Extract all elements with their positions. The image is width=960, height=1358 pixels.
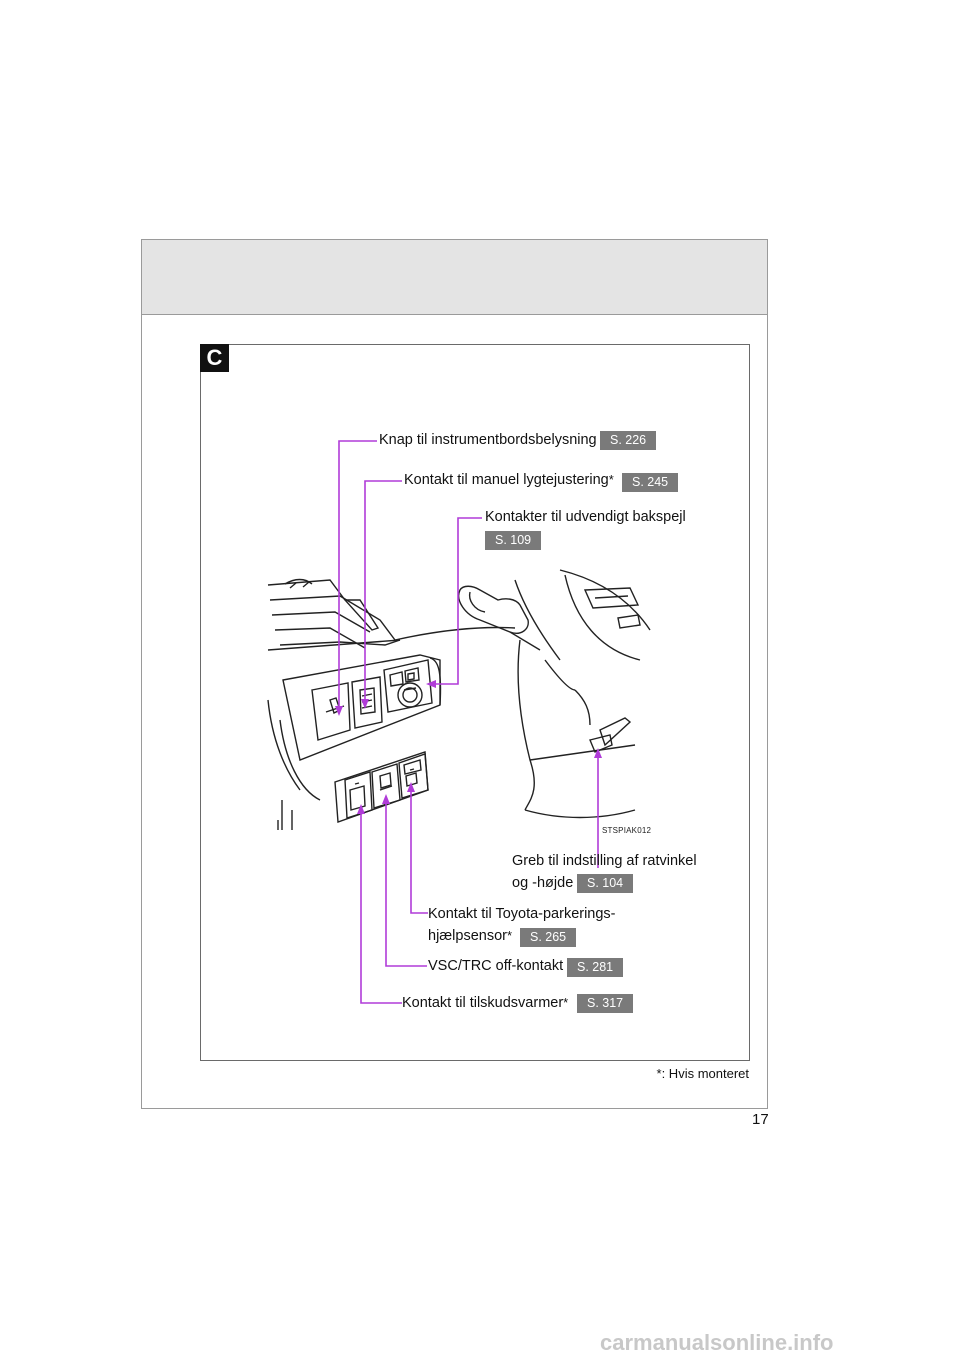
section-box	[200, 344, 750, 1061]
label-vsc-text: VSC/TRC off-kontakt	[428, 958, 564, 974]
page-ref-mirror[interactable]: S. 109	[485, 531, 542, 550]
optional-star-icon: *	[563, 995, 569, 1010]
page-ref-parking[interactable]: S. 265	[520, 928, 577, 947]
leader-headlight	[364, 480, 402, 705]
tilt-lever	[599, 717, 632, 747]
page-ref-seat-heater[interactable]: S. 317	[577, 994, 634, 1013]
label-dash-light-text: Knap til instrumentbordsbelysning	[379, 432, 597, 448]
dash-light-switch	[311, 682, 351, 741]
page-ref-steering[interactable]: S. 104	[577, 874, 634, 893]
leader-vsc	[385, 798, 427, 967]
label-steering-line1: Greb til indstilling af ratvinkel	[512, 853, 697, 869]
leader-parking	[410, 786, 428, 914]
page-ref-headlight[interactable]: S. 245	[622, 473, 679, 492]
footnote-star-icon: *	[656, 1066, 662, 1081]
footnote: *: Hvis monteret	[657, 1066, 749, 1081]
page-number: 17	[752, 1111, 769, 1128]
headlight-switch	[351, 676, 383, 729]
label-parking-line2-text: hjælpsensor	[428, 928, 507, 944]
page-ref-vsc[interactable]: S. 281	[567, 958, 624, 977]
optional-star-icon: *	[507, 928, 513, 943]
label-headlight: Kontakt til manuel lygtejustering*	[404, 472, 614, 488]
footnote-text: : Hvis monteret	[661, 1066, 749, 1081]
label-headlight-text: Kontakt til manuel lygtejustering	[404, 472, 609, 488]
label-mirror: Kontakter til udvendigt bakspejl	[485, 509, 686, 525]
page-frame	[141, 239, 768, 1109]
arrowheads	[335, 680, 602, 814]
label-seat-heater: Kontakt til tilskudsvarmer*	[402, 995, 568, 1011]
label-steering-line2: og -højde	[512, 875, 574, 891]
page-ref-dash-light[interactable]: S. 226	[600, 431, 657, 450]
label-dash-light: Knap til instrumentbordsbelysning	[379, 432, 597, 448]
header-band	[142, 240, 767, 315]
section-letter: C	[200, 344, 229, 372]
mirror-switch	[383, 659, 433, 713]
leader-seat	[360, 808, 402, 1004]
image-code: STSPIAK012	[602, 826, 652, 835]
leader-lines	[338, 440, 599, 1004]
leader-mirror	[430, 517, 482, 685]
label-mirror-text: Kontakter til udvendigt bakspejl	[485, 509, 686, 525]
label-vsc: VSC/TRC off-kontakt	[428, 958, 563, 974]
leader-dash-light	[338, 440, 377, 712]
label-parking-line1: Kontakt til Toyota-parkerings-	[428, 906, 616, 922]
stalk	[458, 585, 529, 634]
label-parking-line2: hjælpsensor*	[428, 928, 512, 944]
watermark: carmanualsonline.info	[600, 1330, 834, 1355]
optional-star-icon: *	[608, 472, 614, 487]
vent-line	[267, 579, 346, 601]
label-seat-heater-text: Kontakt til tilskudsvarmer	[402, 995, 564, 1011]
